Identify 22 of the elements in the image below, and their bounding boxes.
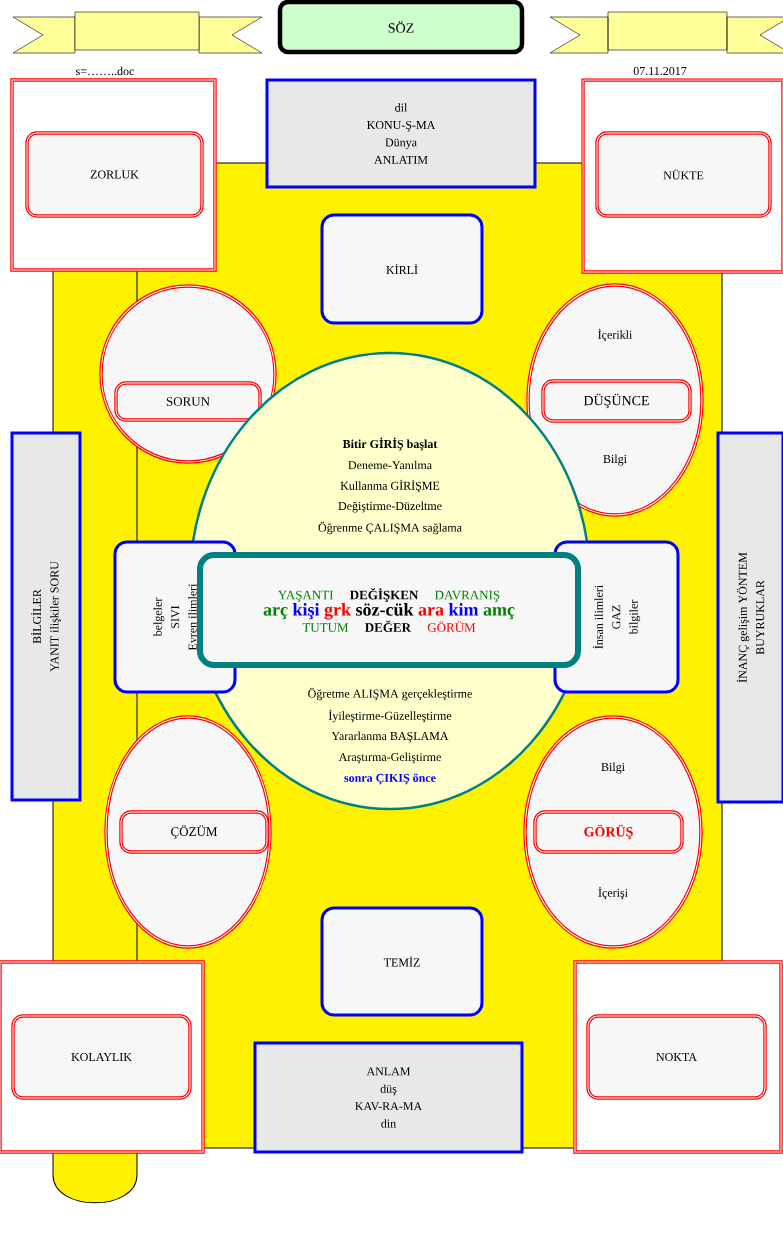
word-box: GÖRÜŞ — [533, 810, 684, 854]
word-box: dil KONU-Ş-MA Dünya ANLATIM — [265, 78, 537, 189]
word-box: NOKTA — [586, 1014, 767, 1100]
word-box: KİRLİ — [320, 213, 484, 325]
word-box: NÜKTE — [595, 131, 772, 218]
word-box: TEMİZ — [320, 906, 484, 1017]
node-label: Bilgi — [603, 454, 627, 466]
word-box: SORUN — [114, 381, 262, 422]
node-label: Bilgi — [601, 762, 625, 774]
node-label: İçerişi — [598, 886, 628, 900]
node-label: İçerikli — [598, 328, 633, 342]
file-name-label: s=……..doc — [76, 66, 134, 76]
word-box: BİLGİLER YANIT ilişkiler SORU — [10, 431, 82, 802]
word-box: ANLAM düş KAV-RA-MA din — [253, 1041, 524, 1154]
word-box: İNANÇ gelişim YÖNTEM BUYRUKLAR — [716, 431, 783, 804]
word-box: KOLAYLIK — [11, 1014, 192, 1100]
word-box: ÇÖZÜM — [119, 810, 269, 854]
word-box: ZORLUK — [25, 131, 204, 218]
date-label: 07.11.2017 — [633, 66, 687, 76]
center-box: YAŞANTI DEĞİŞKEN DAVRANIŞ arç kişi grk söz-cük ara kim amç TUTUM DEĞER GÖRÜM — [197, 552, 581, 668]
word-box: DÜŞÜNCE — [541, 379, 692, 423]
title-box: SÖZ — [277, 0, 525, 55]
